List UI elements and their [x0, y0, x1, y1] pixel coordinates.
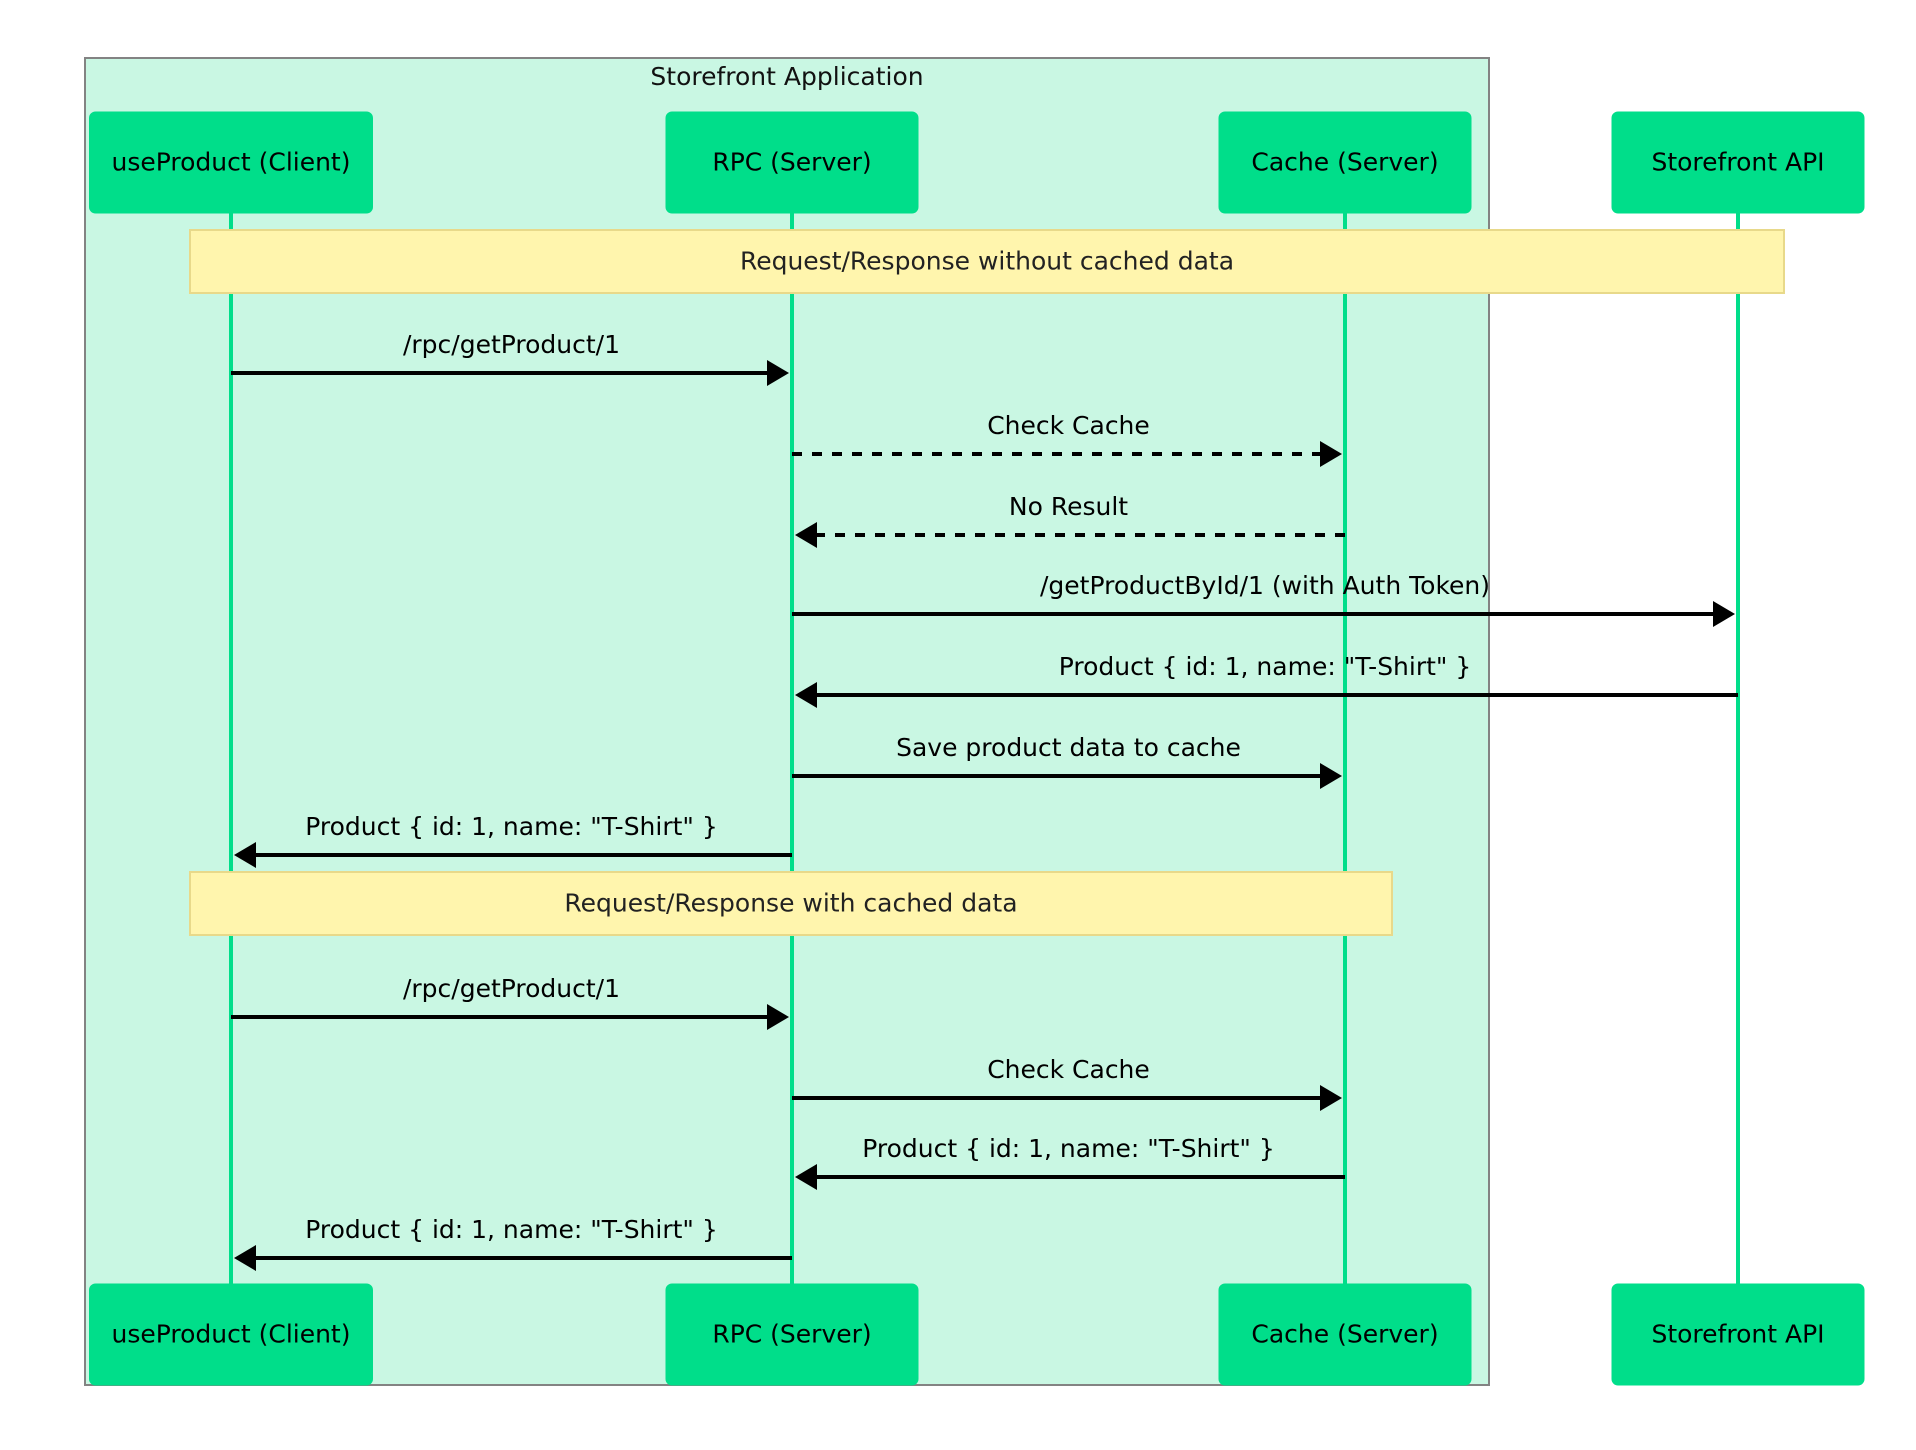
participant-box-api-top[interactable]	[1611, 111, 1865, 214]
message-arrowhead-m11	[234, 1245, 256, 1271]
group-box-title: Storefront Application	[650, 62, 923, 91]
participant-box-rpc-top[interactable]	[665, 111, 919, 214]
participant-box-client-top[interactable]	[89, 111, 373, 214]
message-arrowhead-m10	[795, 1164, 817, 1190]
actors-layer: useProduct (Client) useProduct (Client) RP…	[89, 111, 1865, 1386]
message-label-m5: Product { id: 1, name: "T-Shirt" }	[1059, 652, 1472, 681]
message-label-m8: /rpc/getProduct/1	[403, 974, 620, 1003]
participant-box-cache-bottom[interactable]	[1218, 1283, 1472, 1386]
notes-layer: Request/Response without cached dataRequ…	[189, 229, 1785, 936]
message-label-m7: Product { id: 1, name: "T-Shirt" }	[305, 812, 718, 841]
participant-label-client-top: useProduct (Client)	[111, 148, 350, 177]
note-box-note-no-cache	[189, 229, 1785, 294]
participant-label-api-top: Storefront API	[1651, 148, 1824, 177]
message-label-m2: Check Cache	[987, 411, 1150, 440]
participant-box-rpc-bottom[interactable]	[665, 1283, 919, 1386]
lifelines-layer	[229, 213, 1740, 1284]
participant-label-client-bottom: useProduct (Client)	[111, 1320, 350, 1349]
participant-label-rpc-top: RPC (Server)	[712, 148, 871, 177]
participant-label-rpc-bottom: RPC (Server)	[712, 1320, 871, 1349]
participant-label-cache-top: Cache (Server)	[1251, 148, 1438, 177]
message-arrowhead-m3	[795, 522, 817, 548]
participant-label-api-bottom: Storefront API	[1651, 1320, 1824, 1349]
message-arrowhead-m9	[1320, 1085, 1342, 1111]
participant-label-cache-bottom: Cache (Server)	[1251, 1320, 1438, 1349]
note-label-note-no-cache: Request/Response without cached data	[740, 247, 1234, 276]
message-label-m10: Product { id: 1, name: "T-Shirt" }	[862, 1134, 1275, 1163]
message-label-m4: /getProductById/1 (with Auth Token)	[1040, 571, 1490, 600]
message-arrowhead-m1	[767, 360, 789, 386]
participant-box-api-bottom[interactable]	[1611, 1283, 1865, 1386]
message-arrowhead-m7	[234, 842, 256, 868]
message-arrowhead-m8	[767, 1004, 789, 1030]
message-arrowhead-m4	[1713, 601, 1735, 627]
note-box-note-with-cache	[189, 871, 1393, 936]
message-label-m6: Save product data to cache	[896, 733, 1241, 762]
participant-box-client-bottom[interactable]	[89, 1283, 373, 1386]
message-arrowhead-m5	[795, 682, 817, 708]
message-label-m1: /rpc/getProduct/1	[403, 330, 620, 359]
message-arrowhead-m2	[1320, 441, 1342, 467]
message-arrowhead-m6	[1320, 763, 1342, 789]
message-label-m9: Check Cache	[987, 1055, 1150, 1084]
note-label-note-with-cache: Request/Response with cached data	[564, 889, 1017, 918]
message-label-m3: No Result	[1009, 492, 1128, 521]
message-label-m11: Product { id: 1, name: "T-Shirt" }	[305, 1215, 718, 1244]
participant-box-cache-top[interactable]	[1218, 111, 1472, 214]
